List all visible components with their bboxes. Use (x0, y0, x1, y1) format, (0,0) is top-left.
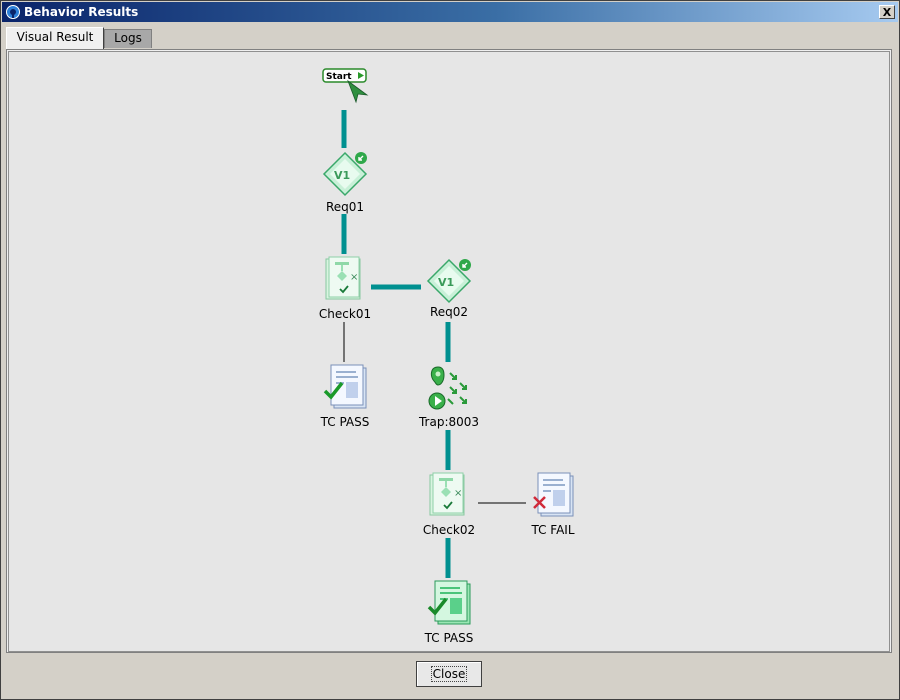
pass-document-icon[interactable] (427, 580, 471, 625)
close-button-label: Close (430, 666, 468, 682)
tab-visual-result[interactable]: Visual Result (6, 27, 104, 49)
app-icon (6, 5, 20, 19)
svg-text:×: × (350, 272, 358, 283)
close-icon: X (882, 6, 892, 19)
close-button[interactable]: Close (416, 661, 482, 687)
svg-text:×: × (454, 488, 462, 499)
start-flag-icon[interactable]: Start (322, 68, 369, 104)
pass-document-icon[interactable] (323, 364, 367, 409)
behavior-graph-canvas: Start V1 × (8, 51, 890, 652)
window-title: Behavior Results (24, 5, 139, 19)
svg-text:V1: V1 (438, 276, 454, 289)
node-label-tcfail: TC FAIL (531, 523, 575, 537)
title-bar[interactable]: Behavior Results X (2, 2, 898, 22)
behavior-graph: Start V1 × (322, 68, 574, 625)
node-label-req01: Req01 (325, 200, 365, 214)
check-document-icon[interactable]: × (325, 256, 361, 300)
graph-edges (341, 110, 526, 578)
request-v1-icon[interactable]: V1 (322, 151, 368, 197)
window-close-button[interactable]: X (879, 5, 895, 19)
tab-logs[interactable]: Logs (104, 29, 152, 48)
node-label-check01: Check01 (318, 307, 372, 321)
request-v1-icon[interactable]: V1 (426, 258, 472, 304)
node-label-tcpass1: TC PASS (320, 415, 370, 429)
fail-document-icon[interactable] (533, 472, 574, 517)
node-label-req02: Req02 (429, 305, 469, 319)
start-label: Start (326, 72, 352, 82)
node-label-check02: Check02 (422, 523, 476, 537)
trap-listener-icon[interactable] (428, 366, 467, 410)
node-label-tcpass2: TC PASS (424, 631, 474, 645)
node-label-trap: Trap:8003 (418, 415, 480, 429)
svg-text:V1: V1 (334, 169, 350, 182)
check-document-icon[interactable]: × (429, 472, 465, 516)
